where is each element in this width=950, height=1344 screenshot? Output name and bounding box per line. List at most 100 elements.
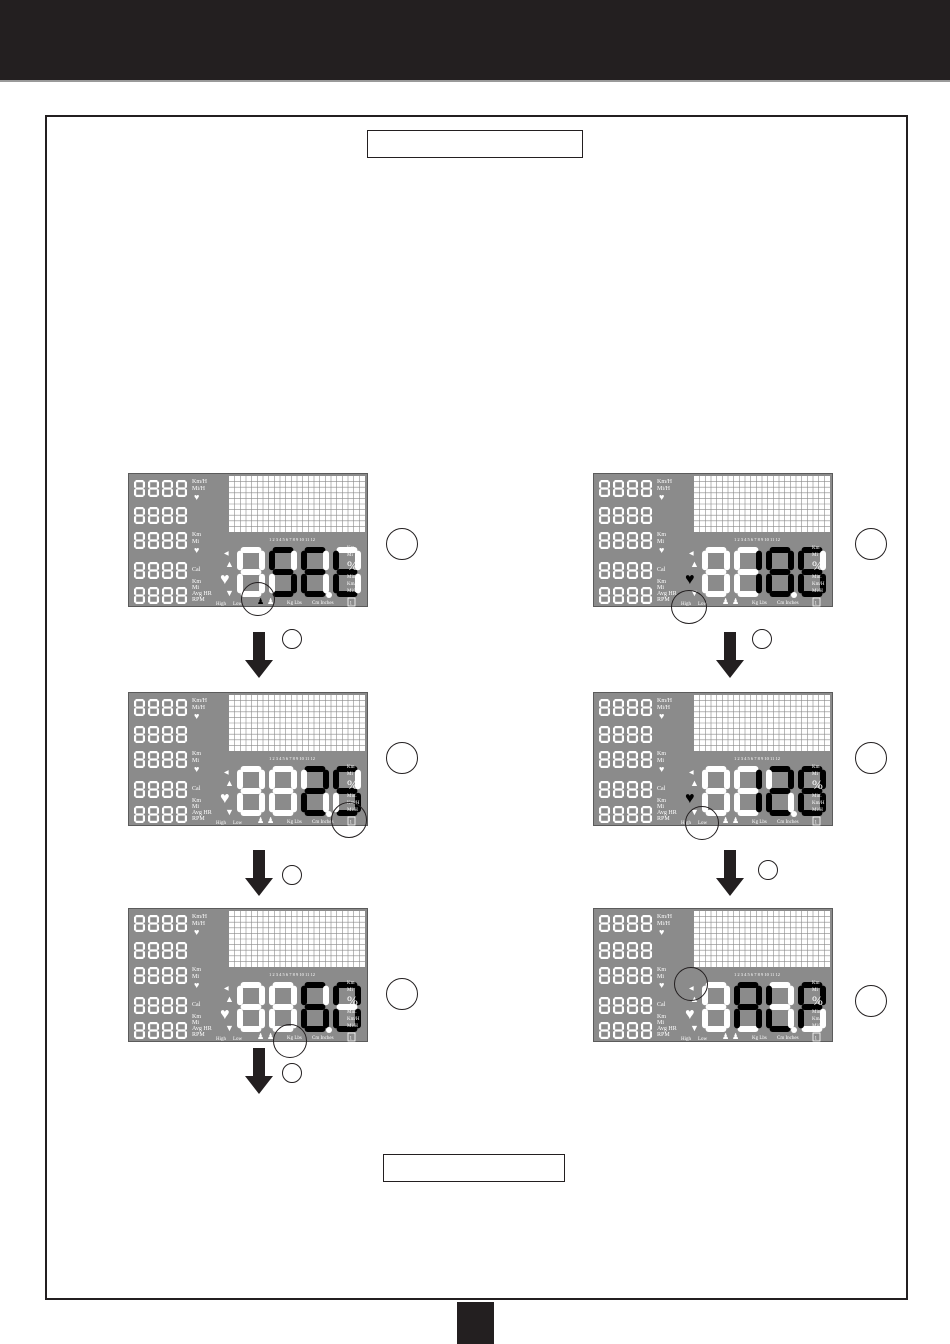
- segment-c: [323, 1008, 329, 1029]
- segment-g: [600, 922, 609, 925]
- segment-a: [163, 699, 172, 702]
- segment-f: [148, 700, 151, 707]
- segment-e: [176, 1006, 179, 1013]
- segment-c: [756, 792, 762, 813]
- segment-c: [649, 541, 652, 548]
- segment-c: [156, 596, 159, 603]
- segment-b: [184, 700, 187, 707]
- segment-g: [628, 974, 637, 977]
- percent-sign: %: [812, 777, 823, 792]
- unit-km: Km: [192, 967, 201, 973]
- segment-e: [134, 708, 137, 715]
- segment-a: [628, 562, 637, 565]
- segment-c: [156, 516, 159, 523]
- segment-a: [614, 806, 623, 809]
- segment-g: [801, 1004, 823, 1010]
- segment-a: [135, 587, 144, 590]
- segment-b: [142, 968, 145, 975]
- segment-c: [156, 976, 159, 983]
- segment-c: [649, 1031, 652, 1038]
- segment-f: [641, 807, 644, 814]
- segment-g: [642, 1029, 651, 1032]
- segment-a: [163, 967, 172, 970]
- segment-f: [176, 508, 179, 515]
- segment-c: [142, 596, 145, 603]
- segment-g: [600, 788, 609, 791]
- segment-c: [635, 1006, 638, 1013]
- segment-g: [163, 1004, 172, 1007]
- segment-e: [613, 516, 616, 523]
- segment-e: [641, 815, 644, 822]
- segment-f: [641, 700, 644, 707]
- segment-e: [599, 951, 602, 958]
- dim-digit: [613, 915, 624, 932]
- segment-g: [272, 569, 294, 575]
- segment-b: [142, 998, 145, 1005]
- dim-digit: [162, 507, 173, 524]
- segment-c: [649, 951, 652, 958]
- segment-c: [142, 489, 145, 496]
- segment-d: [177, 576, 186, 579]
- segment-g: [135, 706, 144, 709]
- segment-e: [734, 1008, 740, 1029]
- segment-g: [628, 487, 637, 490]
- speaker-icon: ◀: [224, 770, 229, 776]
- segment-c: [621, 708, 624, 715]
- segment-e: [613, 708, 616, 715]
- high-label: High: [216, 602, 227, 607]
- segment-e: [269, 792, 275, 813]
- segment-a: [642, 751, 651, 754]
- segment-f: [237, 769, 243, 790]
- segment-g: [149, 594, 158, 597]
- unit-mih: Mi/H: [192, 921, 206, 927]
- segment-c: [170, 951, 173, 958]
- segment-c: [259, 573, 265, 594]
- segment-b: [621, 533, 624, 540]
- segment-c: [355, 573, 361, 594]
- segment-c: [788, 792, 794, 813]
- segment-a: [737, 547, 759, 553]
- segment-f: [641, 752, 644, 759]
- segment-b: [635, 943, 638, 950]
- main-digit-3: [798, 547, 826, 597]
- dim-digit: [176, 942, 187, 959]
- unit-km: Km: [657, 967, 666, 973]
- segment-c: [170, 516, 173, 523]
- main-digit-1: [734, 982, 762, 1032]
- segment-c: [184, 735, 187, 742]
- main-digit-0: [702, 547, 730, 597]
- segment-e: [613, 790, 616, 797]
- segment-e: [162, 1031, 165, 1038]
- kg-lbs-label: Kg Lbs: [287, 820, 302, 825]
- segment-b: [156, 563, 159, 570]
- segment-a: [642, 806, 651, 809]
- segment-e: [134, 924, 137, 931]
- unit-min: Min.: [812, 1010, 822, 1015]
- segment-d: [614, 601, 623, 604]
- dim-digit: [148, 532, 159, 549]
- dim-digit: [134, 699, 145, 716]
- segment-d: [628, 546, 637, 549]
- segment-f: [613, 1023, 616, 1030]
- segment-d: [642, 521, 651, 524]
- kg-lbs-label: Kg Lbs: [752, 820, 767, 825]
- segment-f: [134, 752, 137, 759]
- segment-g: [149, 758, 158, 761]
- segment-e: [148, 1031, 151, 1038]
- segment-d: [149, 576, 158, 579]
- segment-e: [702, 1008, 708, 1029]
- segment-g: [272, 788, 294, 794]
- profile-box: [812, 816, 821, 826]
- segment-d: [600, 820, 609, 823]
- segment-b: [156, 588, 159, 595]
- main-digit-1: [734, 547, 762, 597]
- segment-e: [301, 792, 307, 813]
- segment-e: [134, 489, 137, 496]
- segment-g: [600, 949, 609, 952]
- segment-b: [607, 727, 610, 734]
- segment-f: [134, 916, 137, 923]
- heart-icon: ♥: [659, 764, 664, 774]
- segment-f: [599, 563, 602, 570]
- segment-c: [649, 571, 652, 578]
- segment-g: [149, 788, 158, 791]
